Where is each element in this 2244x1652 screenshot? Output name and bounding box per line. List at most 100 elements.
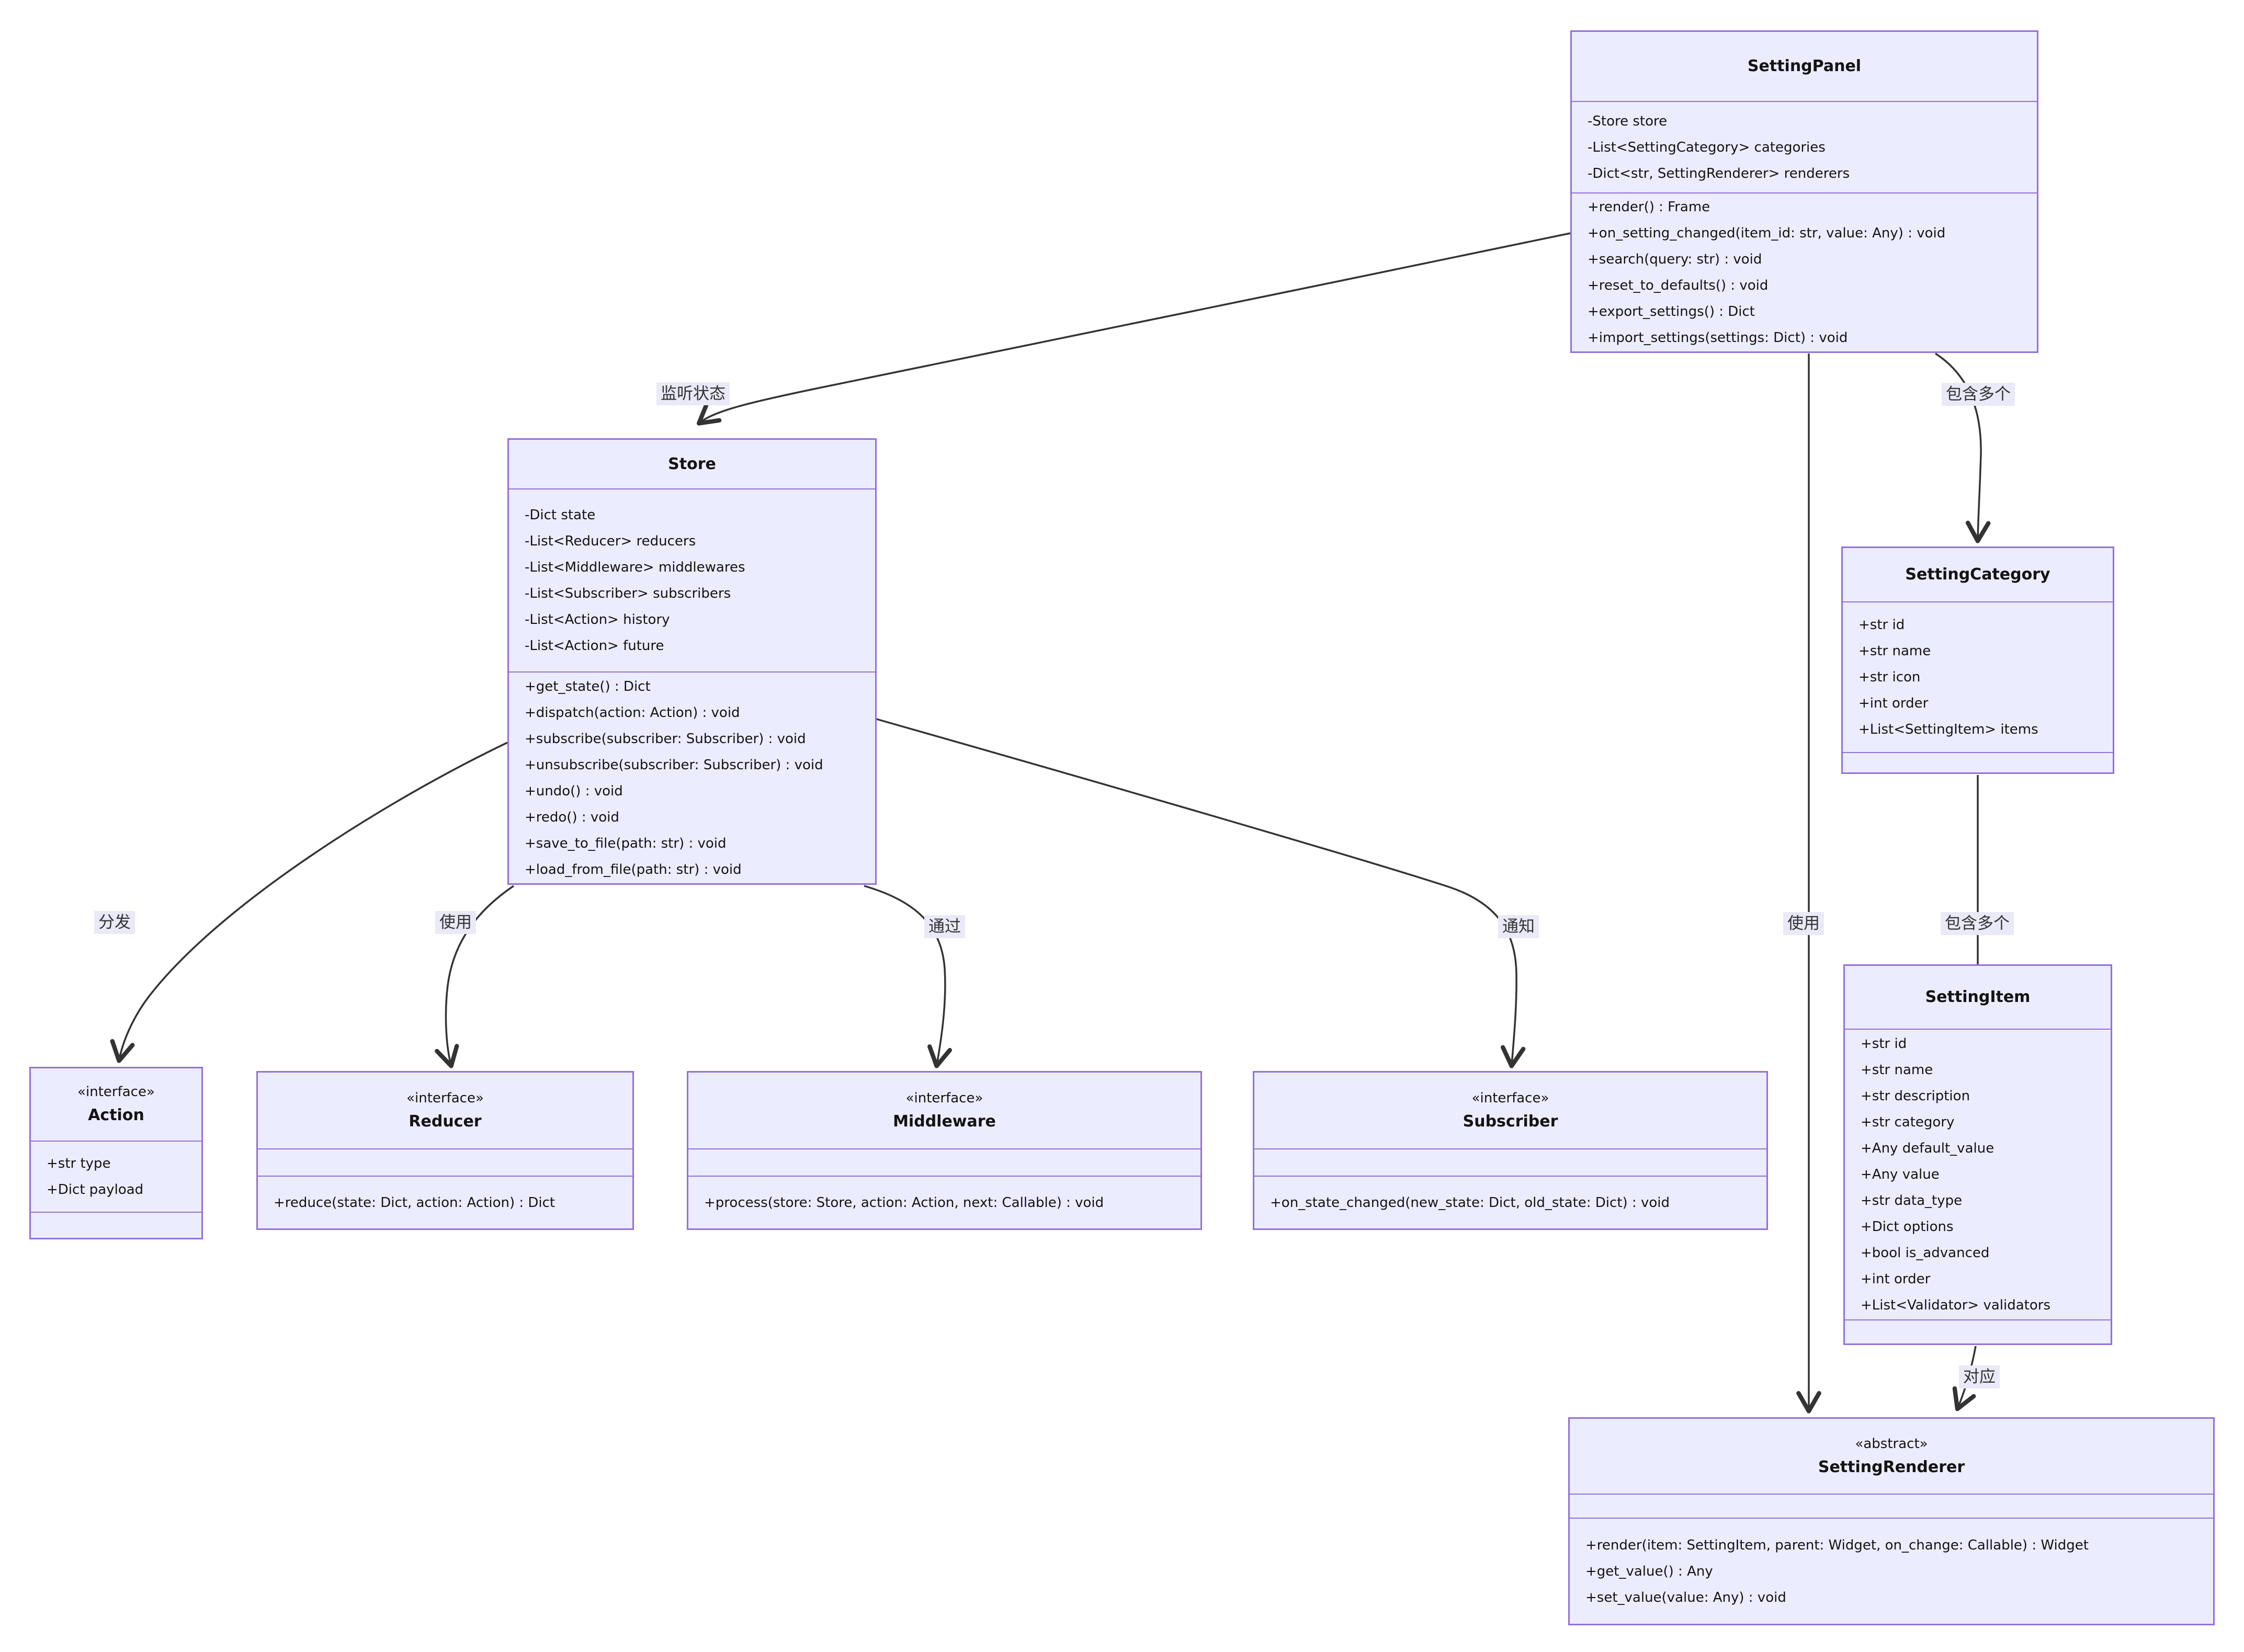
class-name: Action: [88, 1106, 144, 1124]
member-line: +Dict payload: [47, 1182, 144, 1198]
edge-label-uses-reducer: 使用: [435, 911, 476, 934]
class-stereotype: «interface»: [1471, 1090, 1549, 1106]
edge-label-corresponds: 对应: [1959, 1365, 2000, 1388]
edge-label-panel-contains: 包含多个: [1942, 383, 2015, 406]
member-line: +on_setting_changed(item_id: str, value:…: [1588, 225, 1946, 241]
member-line: +subscribe(subscriber: Subscriber) : voi…: [525, 731, 806, 747]
class-action: «interface» Action +str type +Dict payloa…: [29, 1067, 203, 1239]
member-line: +dispatch(action: Action) : void: [525, 704, 740, 721]
class-stereotype: «interface»: [406, 1090, 484, 1106]
member-line: +Dict options: [1861, 1219, 1954, 1235]
member-line: +bool is_advanced: [1861, 1245, 1990, 1261]
class-reducer-methods: +reduce(state: Dict, action: Action) : D…: [258, 1176, 632, 1228]
class-subscriber-title: «interface» Subscriber: [1254, 1073, 1766, 1148]
class-subscriber-attributes: [1254, 1148, 1766, 1176]
class-setting-item-attributes: +str id+str name+str description+str cat…: [1845, 1029, 2111, 1319]
member-line: +Any value: [1861, 1167, 1940, 1182]
class-action-title: «interface» Action: [31, 1068, 201, 1141]
class-middleware-methods: +process(store: Store, action: Action, n…: [688, 1176, 1200, 1228]
class-name: SettingItem: [1925, 988, 2031, 1006]
class-setting-item-title: SettingItem: [1845, 966, 2111, 1029]
edge-uses-reducer-line: [435, 885, 514, 1068]
member-line: +int order: [1858, 696, 1929, 711]
class-setting-panel-methods: +render() : Frame +on_setting_changed(ite…: [1572, 192, 2037, 351]
class-store: Store -Dict state-List<Reducer> reducers…: [507, 438, 877, 885]
member-line: +Any default_value: [1861, 1141, 1994, 1156]
class-setting-renderer-methods: +render(item: SettingItem, parent: Widge…: [1570, 1518, 2213, 1624]
member-line: -List<Action> future: [525, 638, 664, 654]
member-line: +List<Validator> validators: [1861, 1297, 2050, 1313]
class-setting-item-methods: [1845, 1319, 2111, 1343]
class-setting-panel: SettingPanel -Store store -List<SettingCa…: [1570, 30, 2038, 353]
member-line: -List<Subscriber> subscribers: [525, 586, 731, 601]
member-line: +str type: [47, 1156, 111, 1171]
class-store-methods: +get_state() : Dict+dispatch(action: Act…: [509, 671, 875, 883]
class-name: Reducer: [409, 1112, 482, 1131]
class-setting-renderer-title: «abstract» SettingRenderer: [1570, 1419, 2213, 1494]
edge-label-via-middleware: 通过: [924, 915, 965, 938]
member-line: +List<SettingItem> items: [1858, 722, 2038, 737]
member-line: -List<Middleware> middlewares: [525, 560, 745, 575]
member-line: -List<Action> history: [525, 612, 670, 628]
class-name: Middleware: [893, 1112, 996, 1131]
member-line: +str description: [1861, 1088, 1970, 1104]
member-line: -Store store: [1588, 113, 1668, 129]
class-name: SettingCategory: [1905, 565, 2050, 584]
class-setting-panel-title: SettingPanel: [1572, 32, 2037, 101]
class-stereotype: «interface»: [77, 1084, 155, 1100]
member-line: +on_state_changed(new_state: Dict, old_s…: [1270, 1194, 1670, 1211]
class-store-title: Store: [509, 440, 875, 488]
member-line: +set_value(value: Any) : void: [1585, 1589, 1786, 1605]
class-stereotype: «interface»: [905, 1090, 983, 1106]
edge-label-uses-renderer: 使用: [1783, 912, 1824, 935]
member-line: +undo() : void: [525, 783, 623, 799]
member-line: +render(item: SettingItem, parent: Widge…: [1585, 1537, 2089, 1553]
class-setting-item: SettingItem +str id+str name+str descrip…: [1843, 964, 2112, 1345]
class-middleware-title: «interface» Middleware: [688, 1073, 1200, 1148]
member-line: -Dict state: [525, 507, 596, 523]
member-line: +reduce(state: Dict, action: Action) : D…: [274, 1194, 556, 1211]
class-store-attributes: -Dict state-List<Reducer> reducers-List<…: [509, 488, 875, 671]
class-setting-category-attributes: +str id+str name+str icon+int order+List…: [1843, 601, 2113, 752]
edge-label-listen: 监听状态: [656, 382, 730, 405]
member-line: +str id: [1858, 617, 1905, 633]
member-line: +str data_type: [1861, 1193, 1963, 1209]
class-setting-panel-attributes: -Store store -List<SettingCategory> categ…: [1572, 101, 2037, 192]
class-name: Store: [668, 454, 716, 473]
edge-notify-line: [874, 717, 1526, 1068]
class-action-methods: [31, 1212, 201, 1238]
member-line: -List<SettingCategory> categories: [1588, 139, 1826, 155]
class-subscriber: «interface» Subscriber +on_state_changed…: [1253, 1071, 1768, 1230]
class-middleware-attributes: [688, 1148, 1200, 1176]
class-action-attributes: +str type +Dict payload: [31, 1141, 201, 1212]
edge-label-category-contains: 包含多个: [1941, 912, 2014, 935]
member-line: +get_value() : Any: [1585, 1563, 1713, 1579]
member-line: +str category: [1861, 1114, 1955, 1130]
edge-label-notify: 通知: [1498, 915, 1539, 938]
edge-listen-line: [696, 232, 1571, 426]
edge-panel-contains-line: [1935, 352, 1991, 543]
member-line: +render() : Frame: [1588, 199, 1710, 215]
class-middleware: «interface» Middleware +process(store: S…: [687, 1071, 1202, 1230]
member-line: +load_from_file(path: str) : void: [525, 861, 742, 878]
edge-label-dispatch: 分发: [94, 911, 135, 934]
edge-dispatch-line: [110, 742, 508, 1063]
class-setting-category-title: SettingCategory: [1843, 548, 2113, 601]
class-subscriber-methods: +on_state_changed(new_state: Dict, old_s…: [1254, 1176, 1766, 1228]
class-stereotype: «abstract»: [1855, 1435, 1928, 1452]
class-name: SettingPanel: [1747, 57, 1862, 75]
class-reducer-title: «interface» Reducer: [258, 1073, 632, 1148]
class-setting-renderer-attributes: [1570, 1494, 2213, 1518]
member-line: +process(store: Store, action: Action, n…: [704, 1194, 1104, 1211]
edge-via-middleware-line: [864, 885, 953, 1068]
member-line: +reset_to_defaults() : void: [1588, 278, 1769, 293]
member-line: +str name: [1861, 1062, 1933, 1078]
member-line: +redo() : void: [525, 809, 619, 825]
class-reducer: «interface» Reducer +reduce(state: Dict,…: [256, 1071, 634, 1230]
class-setting-category-methods: [1843, 752, 2113, 772]
class-name: SettingRenderer: [1818, 1457, 1965, 1476]
class-reducer-attributes: [258, 1148, 632, 1176]
member-line: +int order: [1861, 1271, 1931, 1287]
